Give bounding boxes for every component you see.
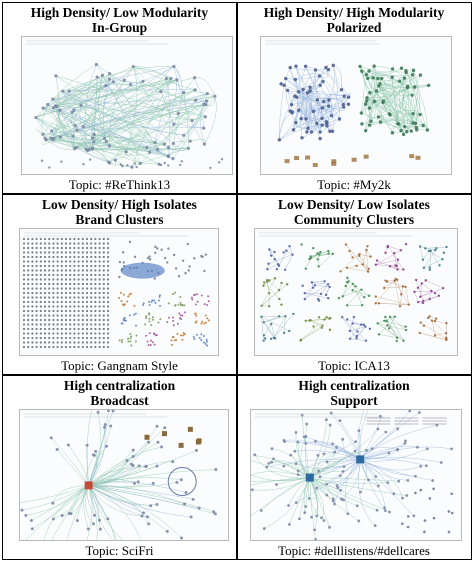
cell-title: High centralization Support [238, 378, 471, 408]
title-line-1: High centralization [63, 377, 176, 393]
network-graph-svg [20, 409, 218, 540]
column-divider [236, 3, 238, 559]
title-line-2: Broadcast [90, 392, 149, 408]
cell-broadcast: High centralization Broadcast Topic: Sci… [3, 376, 236, 560]
title-line-1: High Density/ High Modularity [263, 5, 445, 20]
network-graph-svg [26, 40, 224, 170]
network-graph-svg [22, 232, 210, 348]
cell-title: High Density/ High Modularity Polarized [238, 5, 471, 35]
cell-title: High centralization Broadcast [3, 378, 236, 408]
cell-brand-clusters: Low Density/ High Isolates Brand Cluster… [3, 195, 236, 374]
network-graph-image [253, 227, 458, 356]
network-graph-image [19, 227, 219, 356]
network-graph-image [259, 36, 452, 175]
network-graph-image [21, 36, 233, 175]
title-line-1: High Density/ Low Modularity [30, 5, 209, 20]
topic-label: Topic: Gangnam Style [61, 357, 178, 373]
network-graph-image [19, 408, 229, 541]
title-line-2: Polarized [326, 20, 382, 35]
title-line-2: Community Clusters [293, 211, 415, 227]
topic-label: Topic: #delllistens/#dellcares [278, 542, 430, 558]
title-line-1: Low Density/ High Isolates [42, 196, 197, 212]
topic-label: Topic: SciFri [85, 542, 154, 558]
cell-community-clusters: Low Density/ Low Isolates Community Clus… [238, 195, 471, 374]
cell-support: High centralization Support Topic: #dell… [238, 376, 471, 560]
row-divider-1 [3, 193, 471, 195]
title-line-1: High centralization [298, 377, 410, 393]
cell-title: Low Density/ High Isolates Brand Cluster… [3, 197, 236, 227]
row-divider-2 [3, 374, 471, 376]
topic-label: Topic: #My2k [317, 177, 391, 192]
title-line-2: In-Group [91, 20, 148, 35]
network-graph-svg [250, 409, 454, 540]
cell-title: Low Density/ Low Isolates Community Clus… [238, 197, 471, 227]
cell-in-group: High Density/ Low Modularity In-Group To… [3, 3, 236, 193]
network-graph-svg [264, 40, 430, 168]
network-graph-image [249, 408, 462, 541]
cell-title: High Density/ Low Modularity In-Group [3, 5, 236, 35]
title-line-2: Support [330, 392, 378, 408]
topic-label: Topic: ICA13 [318, 357, 390, 373]
title-line-1: Low Density/ Low Isolates [278, 196, 430, 212]
topic-label: Topic: #ReThink13 [68, 177, 171, 192]
network-graph-svg [258, 232, 448, 342]
cell-polarized: High Density/ High Modularity Polarized … [238, 3, 471, 193]
title-line-2: Brand Clusters [75, 211, 164, 227]
